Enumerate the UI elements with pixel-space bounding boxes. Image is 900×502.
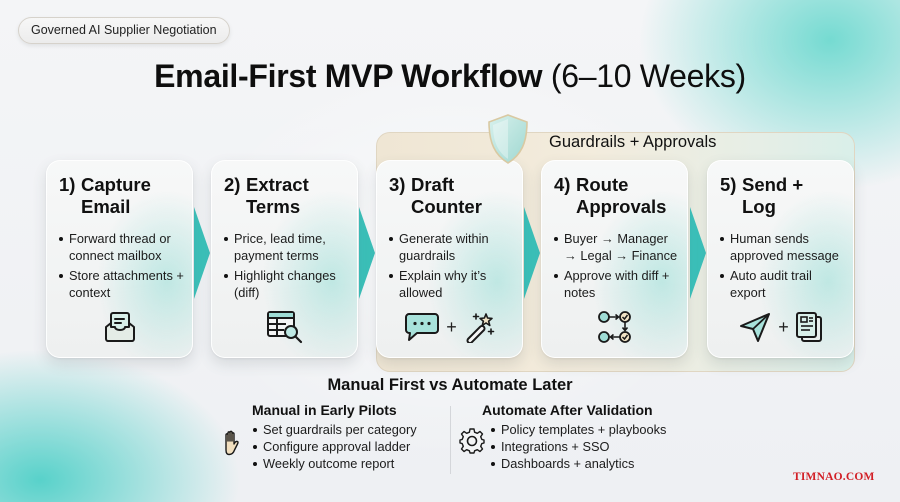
- guardrails-label: Guardrails + Approvals: [549, 133, 717, 151]
- step-title-line2: Approvals: [576, 196, 667, 217]
- list-item: Set guardrails per category: [252, 421, 417, 438]
- bullet-item: Store attachments + context: [57, 268, 188, 301]
- gear-icon: [459, 428, 485, 454]
- step-title-line2: Terms: [246, 196, 301, 217]
- step-title-line1: Route: [576, 174, 629, 195]
- step-title: 1)Capture Email: [59, 174, 186, 218]
- step-number: 3): [389, 174, 406, 195]
- title-duration: (6–10 Weeks): [550, 58, 746, 94]
- flow-arrow-4: [690, 207, 706, 299]
- step-title-line1: Send +: [742, 174, 804, 195]
- shield-icon: [488, 114, 528, 164]
- bullet-item: Highlight changes (diff): [222, 268, 353, 301]
- step-title-line2: Log: [742, 196, 776, 217]
- page-title: Email-First MVP Workflow (6–10 Weeks): [0, 58, 900, 95]
- step-icons: [47, 309, 192, 345]
- bullet-item: Explain why it’s allowed: [387, 268, 518, 301]
- step-title: 3)Draft Counter: [389, 174, 516, 218]
- inbox-tray-icon: [104, 312, 135, 342]
- step-bullets: Price, lead time, payment terms Highligh…: [222, 231, 353, 305]
- watermark: TIMNAO.COM: [793, 471, 875, 483]
- step-bullets: Buyer → Manager → Legal → Finance Approv…: [552, 231, 683, 305]
- step-icons: [542, 309, 687, 345]
- icon-joiner: +: [778, 317, 789, 337]
- flow-arrow-2: [359, 207, 375, 299]
- icon-joiner: +: [446, 317, 457, 337]
- flow-arrow-3: [524, 207, 540, 299]
- automate-list: Policy templates + playbooks Integration…: [482, 421, 666, 472]
- step-number: 4): [554, 174, 571, 195]
- bullet-item: Human sends approved message: [718, 231, 849, 264]
- list-item: Dashboards + analytics: [490, 455, 666, 472]
- step-title-line1: Extract: [246, 174, 309, 195]
- send-paper-plane-icon: [740, 313, 771, 342]
- document-log-icon: [795, 312, 822, 342]
- step-bullets: Generate within guardrails Explain why i…: [387, 231, 518, 305]
- column-divider: [450, 406, 451, 474]
- step-icons: +: [708, 309, 853, 345]
- step-title-line2: Email: [81, 196, 131, 217]
- step-title-line1: Capture: [81, 174, 151, 195]
- step-number: 2): [224, 174, 241, 195]
- step-title-line1: Draft: [411, 174, 455, 195]
- table-search-icon: [266, 311, 302, 344]
- list-item: Policy templates + playbooks: [490, 421, 666, 438]
- comparison-title: Manual First vs Automate Later: [327, 376, 573, 394]
- step-title: 4)Route Approvals: [554, 174, 681, 218]
- bullet-item: Buyer → Manager → Legal → Finance: [552, 231, 683, 264]
- step-card-capture-email: 1)Capture Email Forward thread or connec…: [46, 160, 193, 358]
- step-title: 2)Extract Terms: [224, 174, 351, 218]
- hand-icon: [225, 430, 239, 456]
- flow-arrow-1: [194, 207, 210, 299]
- manual-title: Manual in Early Pilots: [252, 402, 397, 418]
- step-card-route-approvals: 4)Route Approvals Buyer → Manager → Lega…: [541, 160, 688, 358]
- list-item: Integrations + SSO: [490, 438, 666, 455]
- step-card-extract-terms: 2)Extract Terms Price, lead time, paymen…: [211, 160, 358, 358]
- list-item: Configure approval ladder: [252, 438, 417, 455]
- approval-flow-icon: [597, 311, 631, 343]
- step-icons: +: [377, 309, 522, 345]
- chat-bubble-icon: [405, 313, 440, 341]
- bullet-item: Forward thread or connect mailbox: [57, 231, 188, 264]
- bullet-item: Auto audit trail export: [718, 268, 849, 301]
- step-title: 5)Send + Log: [720, 174, 847, 218]
- topic-badge: Governed AI Supplier Negotiation: [18, 17, 230, 44]
- bullet-item: Price, lead time, payment terms: [222, 231, 353, 264]
- step-number: 5): [720, 174, 737, 195]
- automate-title: Automate After Validation: [482, 402, 653, 418]
- step-icons: [212, 309, 357, 345]
- manual-column: Manual in Early Pilots Set guardrails pe…: [252, 402, 417, 472]
- manual-list: Set guardrails per category Configure ap…: [252, 421, 417, 472]
- step-title-line2: Counter: [411, 196, 482, 217]
- list-item: Weekly outcome report: [252, 455, 417, 472]
- step-number: 1): [59, 174, 76, 195]
- step-bullets: Forward thread or connect mailbox Store …: [57, 231, 188, 305]
- bullet-item: Generate within guardrails: [387, 231, 518, 264]
- bullet-item: Approve with diff + notes: [552, 268, 683, 301]
- magic-wand-icon: [466, 313, 495, 343]
- step-bullets: Human sends approved message Auto audit …: [718, 231, 849, 305]
- automate-column: Automate After Validation Policy templat…: [482, 402, 666, 472]
- step-card-send-log: 5)Send + Log Human sends approved messag…: [707, 160, 854, 358]
- title-main: Email-First MVP Workflow: [154, 58, 543, 94]
- step-card-draft-counter: 3)Draft Counter Generate within guardrai…: [376, 160, 523, 358]
